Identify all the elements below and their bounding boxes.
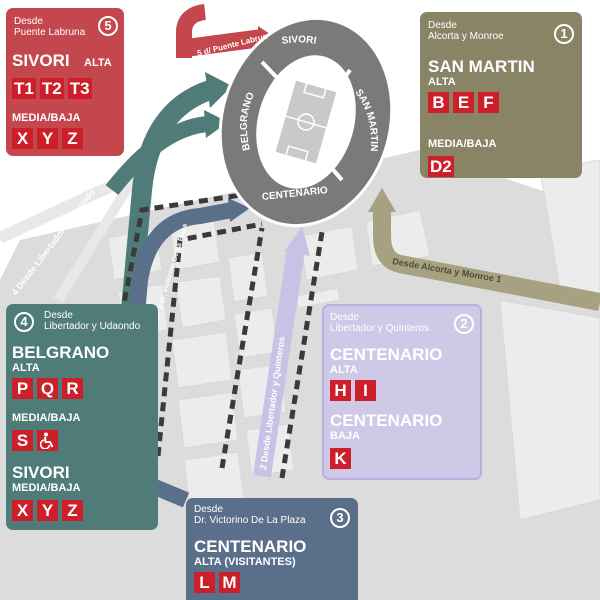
panel-1-origin: Desde Alcorta y Monroe	[428, 20, 504, 42]
gate-badge: Q	[37, 378, 58, 399]
gate-badge: T3	[67, 78, 92, 99]
gate-badge: X	[12, 500, 33, 521]
panel-1-level-alta: ALTA	[428, 76, 456, 88]
gate-badge: T2	[39, 78, 64, 99]
panel-route-4: Desde Libertador y Udaondo 4 BELGRANO AL…	[6, 304, 158, 530]
panel-5-sector: SIVORI	[12, 51, 70, 70]
gate-badge: Z	[62, 500, 83, 521]
panel-5-route-number: 5	[98, 16, 118, 36]
panel-route-3: Desde Dr. Victorino De La Plaza 3 CENTEN…	[186, 498, 358, 600]
panel-3-route-number: 3	[330, 508, 350, 528]
panel-5-level-media: MEDIA/BAJA	[12, 112, 81, 124]
gate-badge: R	[62, 378, 83, 399]
panel-2-route-number: 2	[454, 314, 474, 334]
panel-3-origin: Desde Dr. Victorino De La Plaza	[194, 504, 306, 526]
gate-badge: B	[428, 92, 449, 113]
panel-2-level-alta: ALTA	[330, 364, 358, 376]
gate-badge: X	[12, 128, 33, 149]
gate-badge: Z	[62, 128, 83, 149]
panel-4-origin: Desde Libertador y Udaondo	[44, 310, 141, 332]
panel-4-gates-media: S	[12, 430, 58, 451]
panel-4-sector-belgrano: BELGRANO	[12, 343, 110, 362]
route-4-arrow	[105, 72, 232, 321]
panel-1-route-number: 1	[554, 24, 574, 44]
sector-sivori-label: SIVORI	[281, 34, 317, 46]
panel-2-gates-baja: K	[330, 448, 351, 469]
panel-4-level-alta: ALTA	[12, 362, 40, 374]
panel-4-level-media: MEDIA/BAJA	[12, 412, 81, 424]
gate-badge: I	[355, 380, 376, 401]
gate-badge: H	[330, 380, 351, 401]
panel-5-origin: Desde Puente Labruna	[14, 16, 86, 38]
route-1-arrow	[368, 188, 600, 311]
gate-badge: F	[478, 92, 499, 113]
gate-badge: S	[12, 430, 33, 451]
panel-2-sector-centenario-alta: CENTENARIO	[330, 345, 443, 364]
panel-1-gates-media: D2	[428, 156, 454, 177]
panel-3-level-alta: ALTA (VISITANTES)	[194, 556, 296, 568]
gate-badge: T1	[12, 78, 36, 99]
panel-2-sector-centenario-baja: CENTENARIO	[330, 411, 443, 430]
gate-badge: M	[219, 572, 240, 593]
panel-2-level-baja: BAJA	[330, 430, 360, 442]
panel-5-level-alta: ALTA	[84, 57, 112, 69]
gate-badge: P	[12, 378, 33, 399]
pitch	[273, 78, 339, 166]
gate-badge: Y	[37, 500, 58, 521]
gate-badge: E	[453, 92, 474, 113]
panel-1-level-media: MEDIA/BAJA	[428, 138, 497, 150]
panel-4-route-number: 4	[14, 312, 34, 332]
gate-badge: Y	[37, 128, 58, 149]
panel-route-1: Desde Alcorta y Monroe 1 SAN MARTIN ALTA…	[420, 12, 582, 178]
panel-1-sector: SAN MARTIN	[428, 57, 535, 76]
gate-badge: K	[330, 448, 351, 469]
gate-badge: L	[194, 572, 215, 593]
panel-3-sector: CENTENARIO	[194, 537, 307, 556]
gate-badge: D2	[428, 156, 454, 177]
panel-2-origin: Desde Libertador y Quinteros	[330, 312, 429, 334]
wheelchair-icon	[37, 430, 58, 451]
panel-route-2: Desde Libertador y Quinteros 2 CENTENARI…	[322, 304, 482, 480]
stadium: SIVORI SAN MARTIN CENTENARIO BELGRANO	[218, 16, 394, 228]
route-2-arrow	[253, 226, 310, 478]
panel-4-level-media-2: MEDIA/BAJA	[12, 482, 81, 494]
panel-4-sector-sivori: SIVORI	[12, 463, 70, 482]
